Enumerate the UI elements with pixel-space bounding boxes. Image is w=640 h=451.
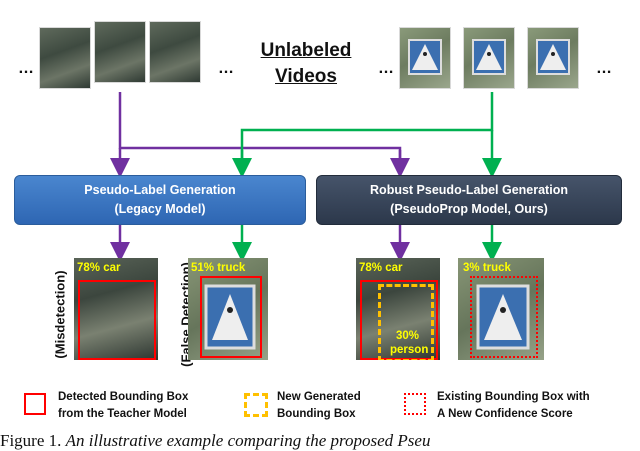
legend-existing-line1: Existing Bounding Box with (437, 391, 590, 403)
legend-new-line2: Bounding Box (277, 408, 356, 420)
new-generated-bounding-box (378, 284, 434, 360)
existing-bounding-box (470, 276, 538, 358)
robust-person-crop: 78% car 30% person (356, 258, 440, 360)
video-frame (528, 28, 578, 88)
video-frame (150, 22, 200, 82)
misdetection-crop: 78% car (74, 258, 158, 360)
video-frame (95, 22, 145, 82)
ellipsis-left-inner: … (218, 60, 235, 77)
robust-box-line2: (PseudoProp Model, Ours) (390, 202, 548, 216)
new-box-class: person (390, 344, 429, 356)
title-line1: Unlabeled (260, 40, 352, 61)
crosswalk-sign-icon (472, 39, 506, 75)
detected-bounding-box (78, 280, 156, 360)
legend-new-swatch (244, 393, 268, 417)
robust-pseudo-label-box: Robust Pseudo-Label Generation (PseudoPr… (316, 175, 622, 225)
legend-new-line1: New Generated (277, 391, 361, 403)
video-frame (40, 28, 90, 88)
ellipsis-right-inner: … (378, 60, 395, 77)
legend-new-generated: New Generated Bounding Box (277, 389, 361, 423)
crosswalk-sign-icon (204, 284, 256, 350)
legacy-pseudo-label-box: Pseudo-Label Generation (Legacy Model) (14, 175, 306, 225)
legend-existing: Existing Bounding Box with A New Confide… (437, 389, 590, 423)
false-detection-crop: 51% truck (188, 258, 268, 360)
caption-prefix: Figure 1. (0, 431, 62, 450)
detection-label: 51% truck (191, 262, 246, 274)
crosswalk-sign-icon (536, 39, 570, 75)
legend-detected-line1: Detected Bounding Box (58, 391, 189, 403)
legacy-box-line1: Pseudo-Label Generation (84, 183, 236, 197)
ellipsis-right-outer: … (596, 60, 613, 77)
legacy-box-line2: (Legacy Model) (114, 202, 206, 216)
legend-detected: Detected Bounding Box from the Teacher M… (58, 389, 188, 423)
detected-bounding-box (200, 276, 262, 358)
legend-detected-line2: from the Teacher Model (58, 408, 187, 420)
new-box-score: 30% (396, 330, 420, 342)
video-frame (464, 28, 514, 88)
detection-label: 3% truck (463, 262, 511, 274)
unlabeled-videos-title: Unlabeled Videos (236, 38, 376, 90)
caption-text: An illustrative example comparing the pr… (65, 431, 431, 450)
legend-existing-swatch (404, 393, 426, 415)
detection-label: 78% car (77, 262, 121, 274)
robust-truck-crop: 3% truck (458, 258, 544, 360)
video-frame (400, 28, 450, 88)
figure-caption: Figure 1. An illustrative example compar… (0, 431, 430, 451)
misdetection-label: (Misdetection) (52, 270, 68, 359)
legend-existing-line2: A New Confidence Score (437, 408, 573, 420)
legend-detected-swatch (24, 393, 46, 415)
title-line2: Videos (275, 66, 337, 87)
crosswalk-sign-icon (408, 39, 442, 75)
ellipsis-left-outer: … (18, 60, 35, 77)
crosswalk-sign-icon (476, 284, 530, 350)
robust-box-line1: Robust Pseudo-Label Generation (370, 183, 568, 197)
detection-label: 78% car (359, 262, 403, 274)
